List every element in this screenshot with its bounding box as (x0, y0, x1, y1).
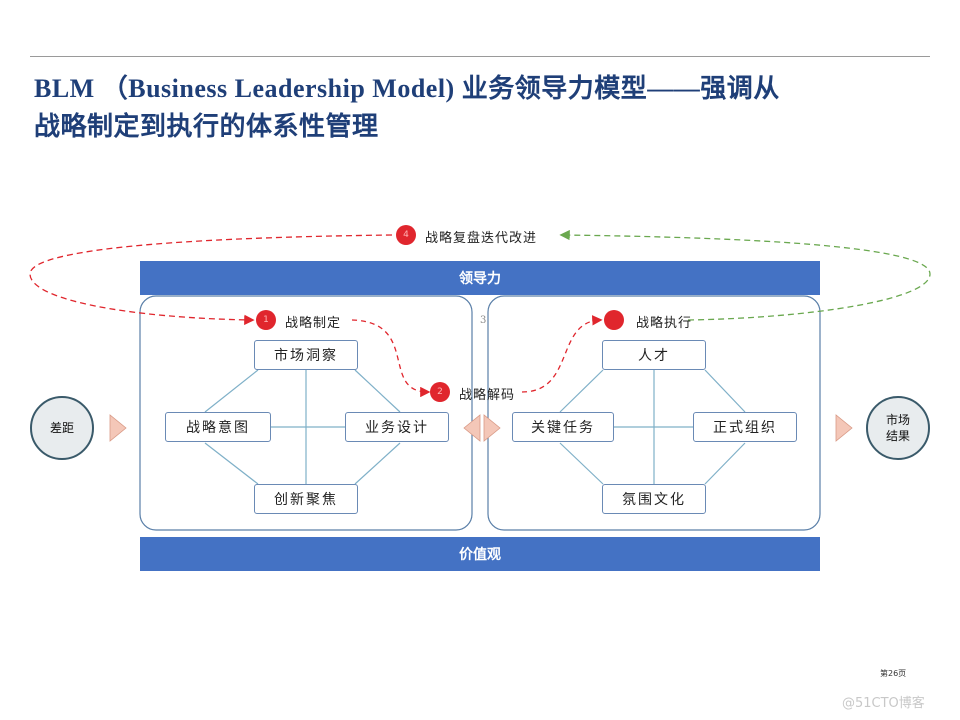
step-3-marker: 3 (480, 315, 487, 326)
execution-panel (487, 295, 821, 531)
step-2-label: 战略解码 (459, 388, 516, 403)
step-5-badge (604, 310, 624, 330)
title-line-2: 战略制定到执行的体系性管理 (34, 112, 379, 141)
handoff-arrow-right (483, 414, 501, 442)
step-1-label: 战略制定 (285, 316, 342, 331)
page-title: BLM （Business Leadership Model) 业务领导力模型—… (34, 70, 914, 146)
execution-connectors (559, 369, 746, 485)
step-4-label: 战略复盘迭代改进 (425, 231, 538, 246)
page-number: 第26页 (880, 669, 907, 678)
business-design-node: 业务设计 (345, 412, 449, 442)
flow-decoding-to-execution (521, 315, 603, 393)
climate-culture-node: 氛围文化 (602, 484, 706, 514)
step-1-badge: 1 (256, 310, 276, 330)
feedback-loop-green (559, 229, 931, 321)
step-5-label: 战略执行 (636, 316, 693, 331)
step-2-badge: 2 (430, 382, 450, 402)
values-band: 价值观 (140, 537, 820, 571)
gap-node: 差距 (30, 396, 94, 460)
feedback-loop-red (29, 234, 393, 326)
market-result-line-1: 市场 (885, 413, 910, 427)
gap-label: 差距 (49, 421, 74, 435)
strategy-panel (139, 295, 473, 531)
leadership-band: 领导力 (140, 261, 820, 295)
flow-strategy-to-decoding (351, 319, 431, 398)
watermark: @51CTO博客 (842, 696, 925, 711)
market-result-line-2: 结果 (885, 429, 910, 443)
innovation-focus-node: 创新聚焦 (254, 484, 358, 514)
market-result-node: 市场 结果 (866, 396, 930, 460)
input-arrow (109, 414, 127, 442)
strategic-intent-node: 战略意图 (165, 412, 271, 442)
step-4-badge: 4 (396, 225, 416, 245)
key-tasks-node: 关键任务 (512, 412, 614, 442)
handoff-arrow-left (463, 414, 481, 442)
top-rule (30, 56, 930, 57)
formal-organization-node: 正式组织 (693, 412, 797, 442)
output-arrow (835, 414, 853, 442)
title-line-1: BLM （Business Leadership Model) 业务领导力模型—… (34, 74, 780, 103)
talent-node: 人才 (602, 340, 706, 370)
market-insight-node: 市场洞察 (254, 340, 358, 370)
